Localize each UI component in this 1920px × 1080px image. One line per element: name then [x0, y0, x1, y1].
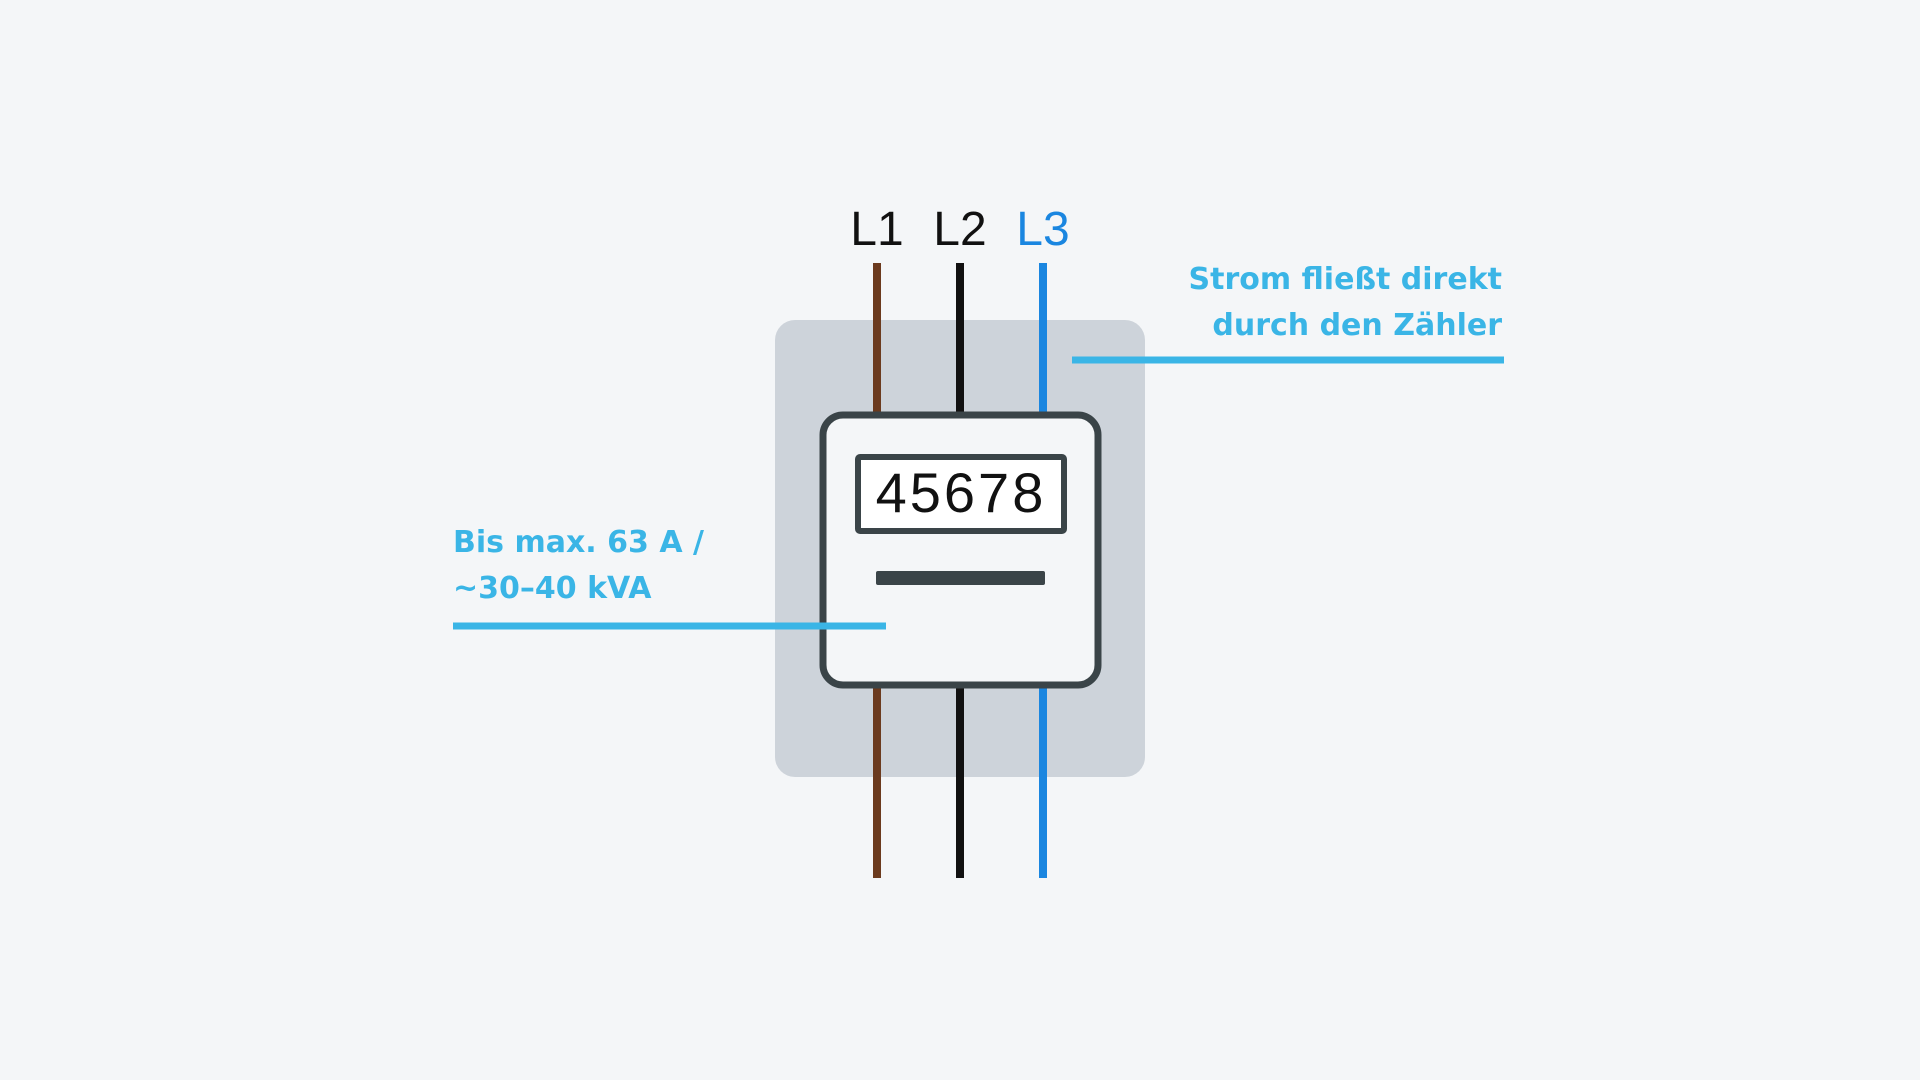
meter-reading: 45678 [875, 461, 1047, 524]
phase-label-l3: L3 [1016, 203, 1070, 256]
phase-label-l1: L1 [850, 203, 904, 256]
meter-indicator-bar [876, 571, 1045, 585]
phase-label-l2: L2 [933, 203, 987, 256]
annotation-left-line-2: ~30–40 kVA [453, 571, 652, 606]
annotation-left-line-1: Bis max. 63 A / [453, 525, 704, 560]
meter-display [855, 454, 1067, 534]
annotation-right-line-1: Strom fließt direkt [1188, 262, 1502, 297]
annotation-right-line-2: durch den Zähler [1212, 308, 1502, 343]
annotation-right: Strom fließt direkt durch den Zähler [1189, 257, 1502, 349]
annotation-left: Bis max. 63 A / ~30–40 kVA [453, 520, 704, 612]
